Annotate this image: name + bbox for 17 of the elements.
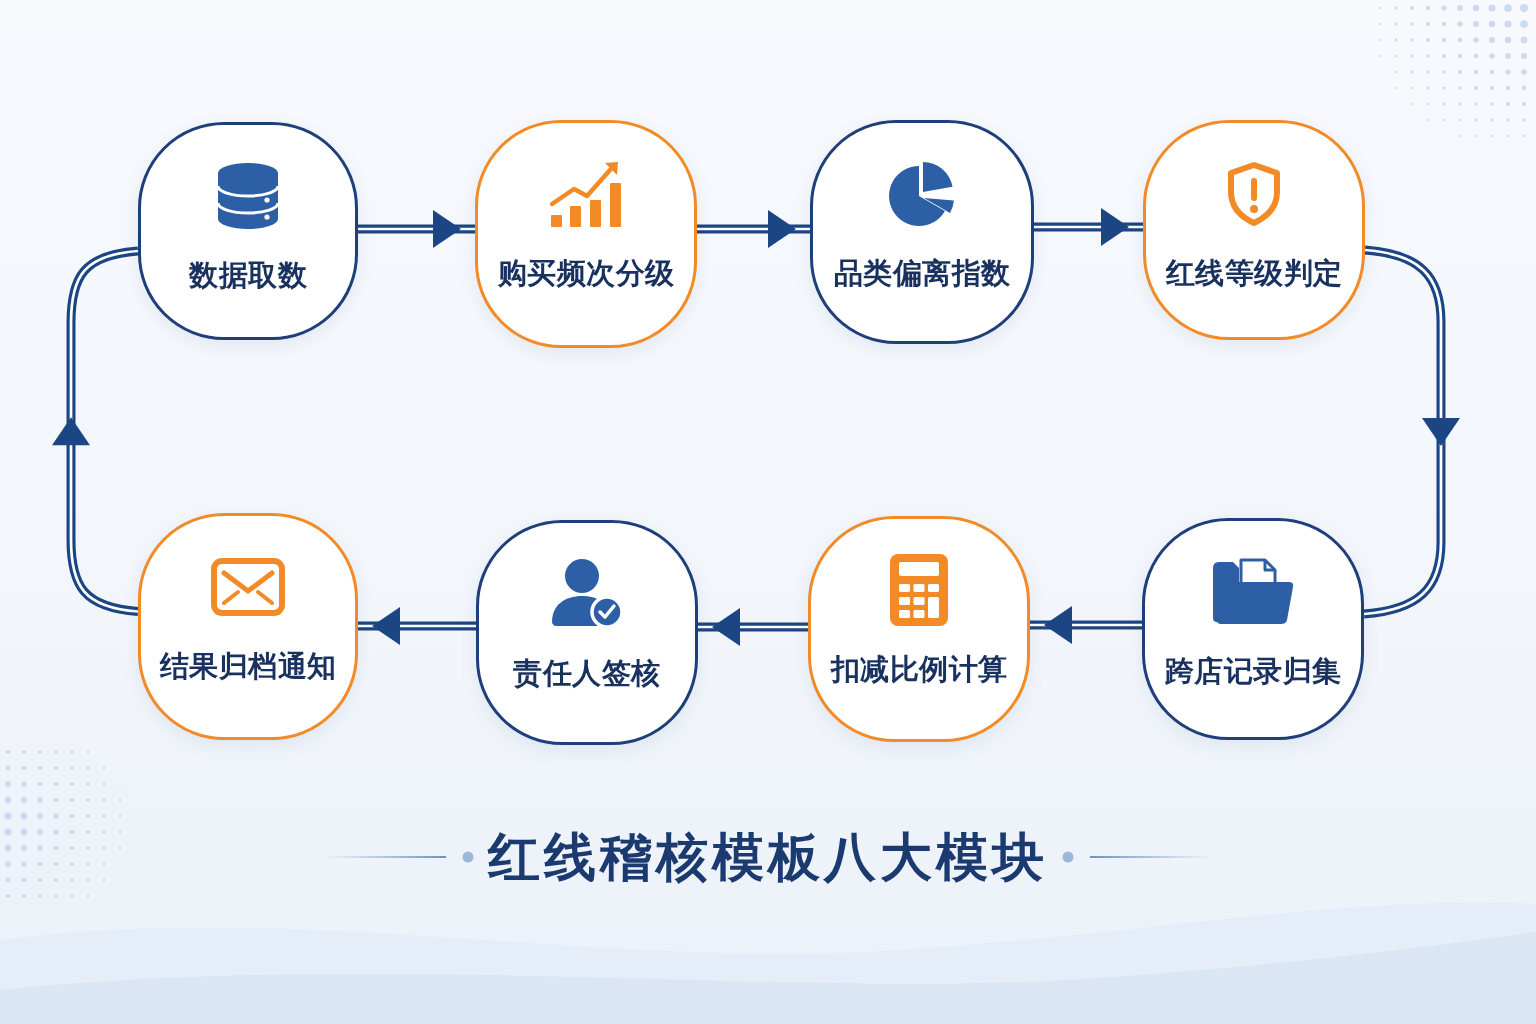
double-line-arrow — [358, 607, 476, 645]
double-line-arrow — [1363, 245, 1460, 619]
double-line-arrow — [1034, 208, 1143, 246]
diagram-title: 红线稽核模板八大模块 — [488, 826, 1048, 889]
double-line-arrow — [1030, 606, 1142, 644]
step-label: 结果归档通知 — [159, 648, 337, 684]
step-label: 购买频次分级 — [497, 255, 675, 291]
double-line-arrow — [52, 246, 139, 616]
double-line-arrow — [697, 210, 810, 248]
step-label: 红线等级判定 — [1165, 255, 1343, 291]
step-label: 数据取数 — [189, 257, 307, 293]
step-label: 品类偏离指数 — [833, 255, 1011, 291]
step-label: 扣减比例计算 — [830, 651, 1008, 687]
double-line-arrow — [358, 210, 475, 248]
double-line-arrow — [698, 608, 808, 646]
step-label: 跨店记录归集 — [1164, 653, 1342, 689]
step-label: 责任人签核 — [513, 655, 661, 691]
